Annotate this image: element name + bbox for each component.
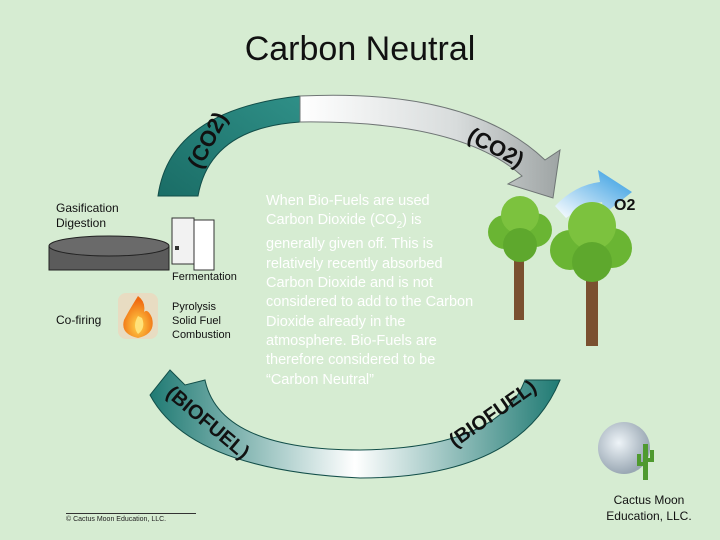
process-label-gasification: Gasification Digestion	[56, 201, 119, 230]
footer-credit: © Cactus Moon Education, LLC.	[66, 513, 196, 523]
process-label-pyrolysis: Pyrolysis Solid Fuel Combustion	[172, 301, 231, 341]
process-label-fermentation: Fermentation	[172, 271, 237, 283]
flame-icon	[118, 293, 158, 339]
cactus-moon-logo-icon	[598, 422, 654, 480]
fermentation-vessel-icon	[171, 217, 215, 271]
tree-icon	[488, 196, 552, 320]
digester-tank-icon	[48, 235, 170, 271]
process-label-cofiring: Co-firing	[56, 313, 102, 327]
tree-icon	[550, 202, 632, 346]
explanation-text: When Bio-Fuels are used Carbon Dioxide (…	[266, 193, 474, 388]
o2-arrow	[555, 170, 632, 218]
co2-transfer-arrow	[299, 94, 561, 199]
biofuel-return-arrow	[149, 369, 561, 479]
brand-name: Cactus Moon Education, LLC.	[606, 493, 692, 523]
o2-label: O2	[614, 197, 635, 214]
co2-rising-arrow	[157, 95, 301, 197]
page-title: Carbon Neutral	[244, 30, 476, 68]
